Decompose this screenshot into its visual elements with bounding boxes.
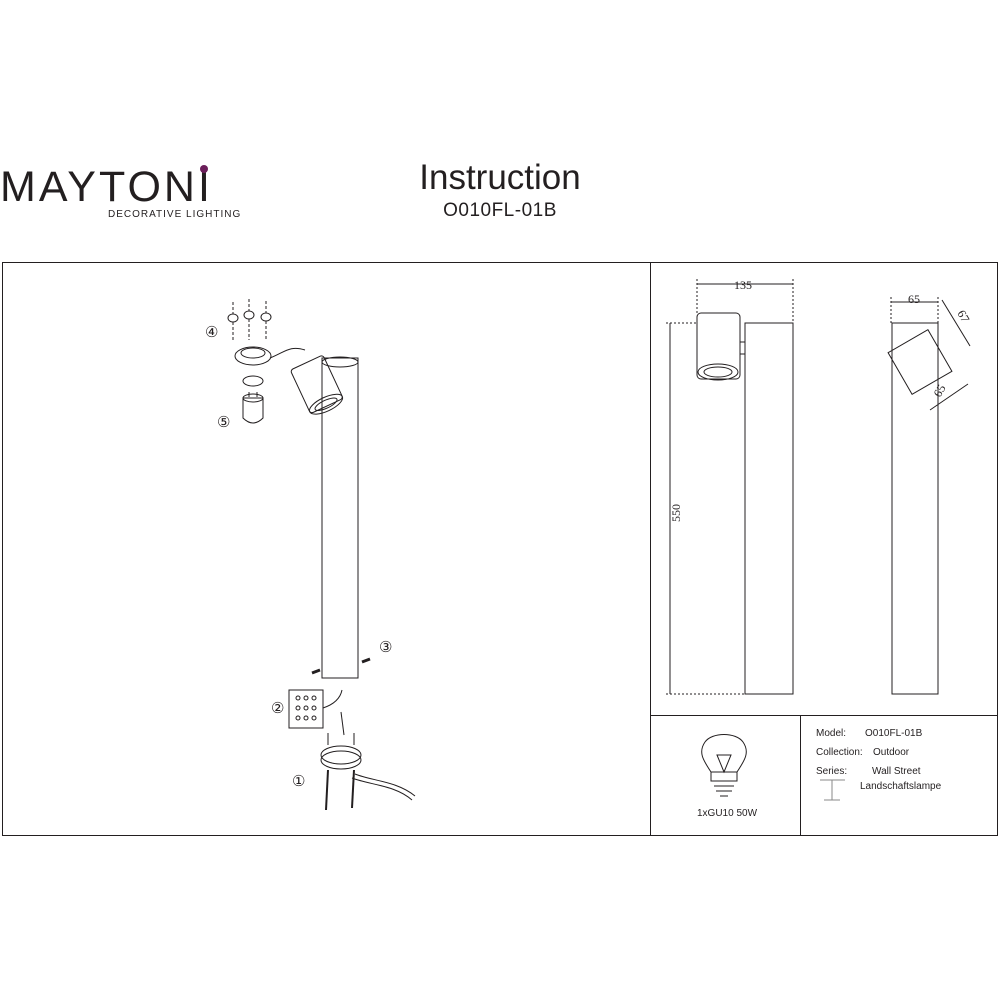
brand-accent-dot	[199, 165, 208, 173]
dim-head-depth-label: 65	[930, 382, 948, 399]
bulb-icon	[701, 734, 747, 797]
connector-terminals	[295, 695, 317, 721]
brand-name: MAYTONI	[0, 163, 213, 211]
ring-shape	[242, 375, 264, 387]
dim-head-side-label: 67	[954, 308, 972, 325]
series-value: Wall Street	[872, 766, 921, 777]
dim-head-top-label: 65	[908, 292, 920, 306]
collection-value: Outdoor	[873, 747, 910, 758]
model-label: Model:	[816, 728, 847, 739]
brand-accent-letter: I	[197, 163, 213, 211]
model-code: O010FL-01B	[443, 200, 557, 221]
pole-top	[321, 356, 359, 368]
anchors	[325, 769, 355, 811]
dim-width-label: 135	[734, 278, 752, 292]
step-4-label: ④	[205, 325, 218, 341]
pole-shape	[321, 357, 359, 679]
front-view	[666, 279, 794, 695]
page-title: Instruction	[419, 158, 581, 197]
series-glyph-icon	[820, 779, 845, 801]
step-1-label: ①	[292, 774, 305, 790]
dim-height-label: 550	[669, 504, 683, 522]
divider-horizontal	[650, 715, 998, 716]
brand-tagline: DECORATIVE LIGHTING	[108, 209, 242, 220]
side-view	[887, 297, 971, 695]
type-value: Landschaftslampe	[860, 781, 942, 792]
divider-spec	[800, 715, 801, 836]
step-5-label: ⑤	[217, 415, 230, 431]
model-value: O010FL-01B	[865, 728, 923, 739]
collection-label: Collection:	[816, 747, 863, 758]
divider-vertical	[650, 262, 651, 836]
connector-box	[288, 689, 324, 729]
step-2-label: ②	[271, 701, 284, 717]
series-label: Series:	[816, 766, 848, 777]
screws-top	[227, 299, 272, 340]
step-3-label: ③	[379, 640, 392, 656]
lamp-label: 1xGU10 50W	[697, 808, 758, 819]
assembly-drawing	[227, 299, 416, 811]
brand-logo: MAYTONI DECORATIVE LIGHTING	[0, 163, 240, 220]
instruction-frame	[2, 262, 998, 836]
cap-shape	[234, 346, 272, 366]
bulb-shape	[242, 392, 264, 424]
spot-head	[290, 355, 344, 415]
base-plate	[320, 745, 362, 765]
